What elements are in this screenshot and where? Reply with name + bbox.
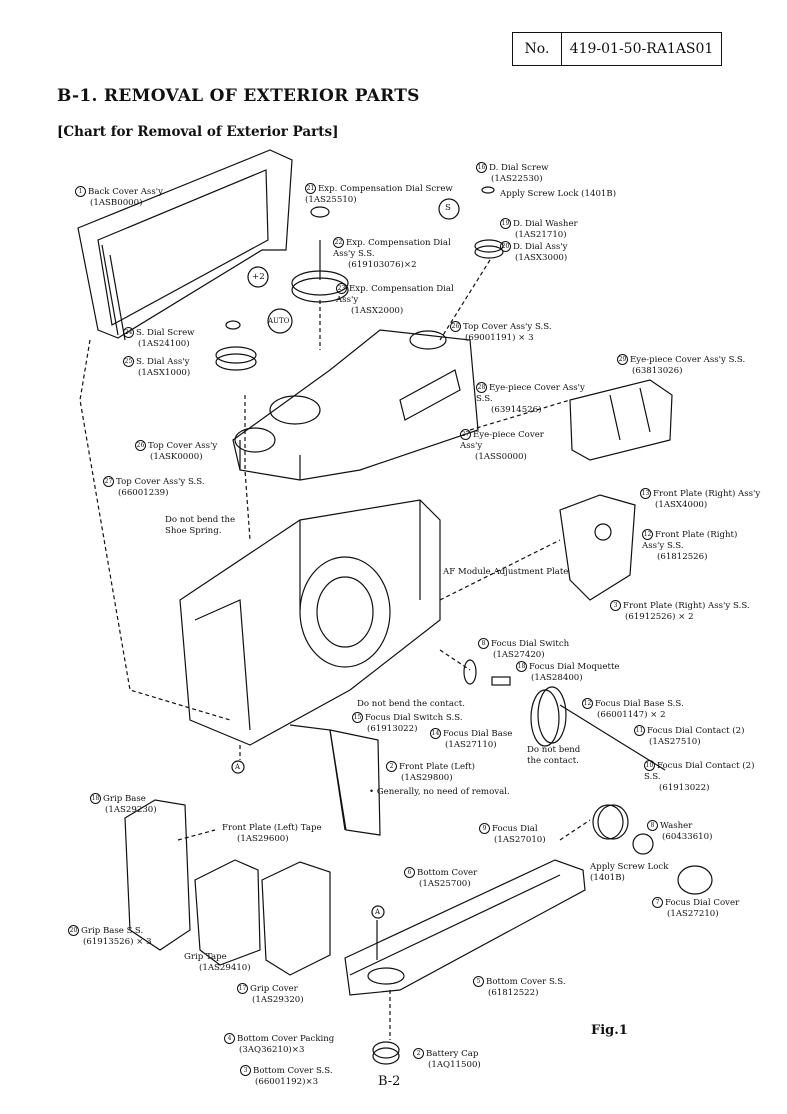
section-title: B-1. REMOVAL OF EXTERIOR PARTS (57, 86, 420, 106)
part-label: Do not bend the contact. (527, 745, 581, 766)
top-cover-drawing (232, 329, 479, 481)
doc-no-value: 419-01-50-RA1AS01 (569, 41, 714, 57)
marker-a-bottom: A (375, 908, 381, 916)
focus-dial-drawing (463, 659, 713, 895)
part-label: Apply Screw Lock (1401B) (500, 189, 617, 199)
part-label: Do not bend the Shoe Spring. (165, 515, 236, 536)
marker-auto: AUTO (268, 317, 290, 325)
doc-no-label: No. (513, 33, 562, 65)
marker-plus2: +2 (252, 272, 265, 282)
part-label: Grip Tape(1AS29410) (184, 952, 251, 973)
chart-subtitle: [Chart for Removal of Exterior Parts] (57, 124, 339, 140)
page-number: B-2 (378, 1074, 401, 1089)
marker-circles (231, 198, 460, 919)
document-number-box: No. 419-01-50-RA1AS01 (512, 32, 722, 66)
assembly-lines (79, 259, 591, 1040)
part-label: Front Plate (Left) Tape(1AS29600) (222, 823, 322, 844)
front-plate-left-drawing (289, 724, 381, 836)
bottom-cover-drawing (344, 859, 586, 1065)
eyepiece-cover-drawing (569, 379, 673, 461)
part-label: AF Module Adjustment Plate (443, 567, 569, 577)
part-label: Do not bend the contact. (357, 699, 465, 709)
back-cover-drawing (77, 149, 293, 341)
camera-body-drawing (179, 499, 441, 746)
part-label: • Generally, no need of removal. (369, 787, 510, 797)
grip-drawing (124, 799, 331, 976)
part-label: Apply Screw Lock (1401B) (590, 862, 669, 883)
marker-s: S (445, 203, 451, 213)
marker-a-body: A (235, 763, 241, 771)
front-plate-right-drawing (559, 494, 636, 601)
figure-label: Fig.1 (591, 1023, 628, 1038)
